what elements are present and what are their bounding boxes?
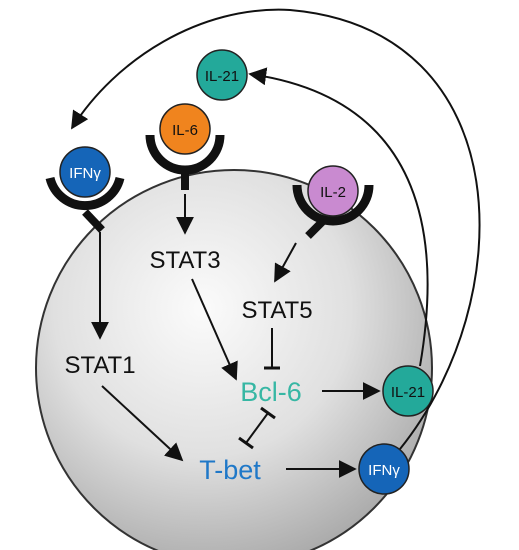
node-bcl6: Bcl-6: [240, 377, 302, 407]
feedback-ifng-loop: [71, 8, 481, 450]
node-tbet: T-bet: [199, 455, 261, 485]
inhibit-stat5-bcl6: [264, 328, 280, 370]
arrow-il2-to-stat5: [274, 242, 297, 283]
receptor-il2: [292, 184, 374, 239]
receptor-il6: [145, 134, 225, 190]
receptor-ifng: [45, 176, 125, 233]
ligand-ifng-right: IFNγ: [358, 443, 410, 495]
mutual-inhibit-bcl6-tbet: [238, 406, 276, 450]
ligand-il2-label: IL-2: [320, 184, 346, 201]
ligand-ifng-right-label: IFNγ: [368, 462, 400, 479]
ligand-il21-top: IL-21: [196, 49, 248, 101]
node-stat1: STAT1: [64, 352, 135, 379]
ligand-il21-right: IL-21: [382, 365, 434, 417]
arrow-stat3-to-bcl6: [191, 278, 238, 381]
ligand-il6-label: IL-6: [172, 122, 198, 139]
ligand-il6: IL-6: [159, 103, 211, 155]
node-stat5: STAT5: [241, 297, 312, 324]
feedback-il21-loop: [248, 67, 429, 367]
ligand-il21-right-label: IL-21: [391, 384, 425, 401]
ligand-ifng-top: IFNγ: [59, 146, 111, 198]
arrow-stat1-to-tbet: [101, 385, 184, 462]
ligand-il21-top-label: IL-21: [205, 68, 239, 85]
cell-body: [35, 169, 433, 550]
ligand-il2: IL-2: [307, 165, 359, 217]
node-stat3: STAT3: [149, 247, 220, 274]
ligand-ifng-top-label: IFNγ: [69, 165, 101, 182]
